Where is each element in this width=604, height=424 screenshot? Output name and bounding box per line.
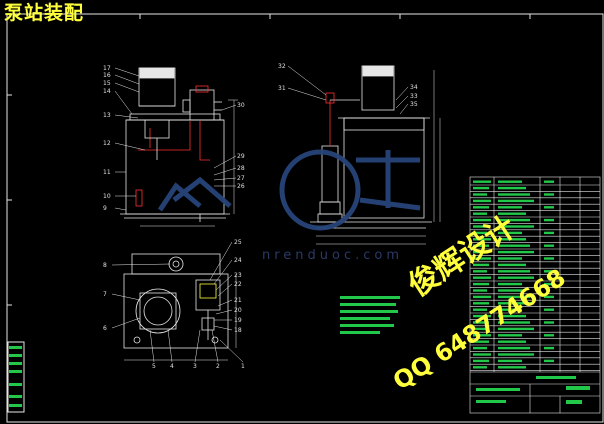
callout-number: 12 (103, 140, 111, 147)
callout-number: 23 (234, 272, 242, 279)
callout-number: 22 (234, 281, 242, 288)
plan-view (123, 253, 237, 361)
callout-number: 20 (234, 307, 242, 314)
callout-number: 16 (103, 72, 111, 79)
plan-view-leaders (111, 241, 244, 363)
revision-block (7, 341, 25, 413)
callout-number: 4 (170, 363, 174, 370)
watermark-logo (157, 149, 421, 231)
callout-number: 1 (241, 363, 245, 370)
drawing-title: 泵站装配 (4, 2, 85, 24)
parts-list-entries (473, 180, 554, 369)
callout-number: 29 (237, 153, 245, 160)
drawing-frame (6, 13, 604, 423)
callout-number: 15 (103, 80, 111, 87)
callout-number: 19 (234, 317, 242, 324)
title-block (476, 376, 590, 404)
technical-notes (340, 296, 400, 334)
callout-number: 26 (237, 183, 245, 190)
callout-number: 13 (103, 112, 111, 119)
callout-number: 31 (278, 85, 286, 92)
side-view-leaders (287, 65, 409, 115)
callout-number: 9 (103, 205, 107, 212)
front-view-leaders (114, 67, 237, 211)
callout-number: 28 (237, 165, 245, 172)
callout-number: 11 (103, 169, 111, 176)
callout-number: 30 (237, 102, 245, 109)
callout-number: 17 (103, 65, 111, 72)
callout-number: 27 (237, 175, 245, 182)
callout-number: 25 (234, 239, 242, 246)
watermark-site: nrenduoc.com (262, 248, 404, 263)
callout-number: 34 (410, 84, 418, 91)
callout-number: 32 (278, 63, 286, 70)
callout-number: 7 (103, 291, 107, 298)
callout-number: 2 (216, 363, 220, 370)
callout-number: 18 (234, 327, 242, 334)
callout-number: 14 (103, 88, 111, 95)
callout-number: 24 (234, 257, 242, 264)
side-view (310, 65, 441, 245)
callout-number: 10 (103, 193, 111, 200)
callout-number: 35 (410, 101, 418, 108)
callout-number: 3 (193, 363, 197, 370)
callout-number: 8 (103, 262, 107, 269)
callout-number: 21 (234, 297, 242, 304)
parts-list (469, 176, 601, 414)
callout-number: 6 (103, 325, 107, 332)
callout-number: 33 (410, 93, 418, 100)
callout-number: 5 (152, 363, 156, 370)
